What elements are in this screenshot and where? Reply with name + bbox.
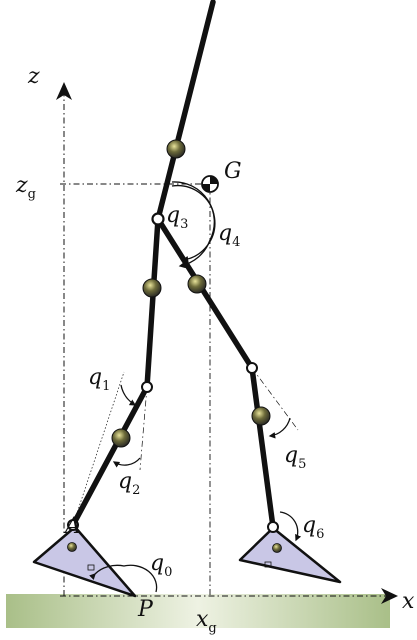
x-axis-arrowhead — [381, 588, 398, 604]
z-axis-label: z — [27, 64, 40, 89]
left-foot-mass — [67, 542, 77, 552]
xg-label: xg — [196, 607, 217, 636]
right-foot-marker — [264, 561, 272, 568]
right-foot-mass — [272, 543, 282, 553]
right-thigh-link — [155, 216, 255, 371]
robot-links — [70, 0, 276, 530]
left-thigh-link — [144, 216, 161, 390]
q5-label: q5 — [284, 443, 306, 472]
left-foot-marker — [87, 564, 95, 571]
right-knee-joint — [246, 362, 258, 374]
q0-label: q0 — [150, 551, 172, 580]
left-knee-joint — [141, 381, 153, 393]
q1-reference-line — [72, 371, 125, 526]
left-shank-mass — [111, 428, 131, 448]
labels: z x zg xg G A P q3 q4 q1 q2 q5 q6 q0 — [15, 64, 415, 636]
angle-arcs — [89, 181, 302, 593]
q6-label: q6 — [302, 513, 324, 542]
q6-arc — [279, 511, 302, 542]
left-ankle-joint — [67, 519, 79, 531]
ground — [6, 594, 390, 628]
x-axis-label: x — [402, 589, 415, 614]
left-foot — [32, 525, 137, 598]
q2-reference-line — [139, 386, 148, 471]
torso-mass — [166, 139, 186, 159]
right-shank-mass — [251, 406, 271, 426]
q2-label: q2 — [118, 469, 140, 498]
q1-arc — [120, 384, 137, 406]
ankle-point-label: A — [63, 514, 81, 539]
right-shank-link — [249, 365, 276, 530]
q2-arc — [112, 457, 141, 468]
zg-label: zg — [15, 173, 36, 202]
q4-label: q4 — [218, 221, 240, 250]
left-shank-link — [70, 384, 150, 528]
center-of-mass-symbol — [201, 175, 219, 193]
q1-label: q1 — [88, 365, 110, 394]
right-thigh-mass — [187, 274, 207, 294]
z-axis-arrowhead — [56, 82, 72, 100]
right-ankle-joint — [267, 521, 279, 533]
right-foot — [238, 526, 342, 584]
q3-label: q3 — [166, 203, 188, 232]
left-thigh-mass — [142, 278, 162, 298]
contact-point-label: P — [137, 597, 154, 622]
torso-link — [155, 0, 216, 222]
com-label: G — [224, 159, 242, 184]
q5-arc — [268, 417, 291, 439]
q5-reference-line — [251, 367, 299, 431]
q0-arc — [89, 564, 158, 593]
hip-joint — [151, 212, 165, 226]
q4-arc — [171, 181, 215, 269]
